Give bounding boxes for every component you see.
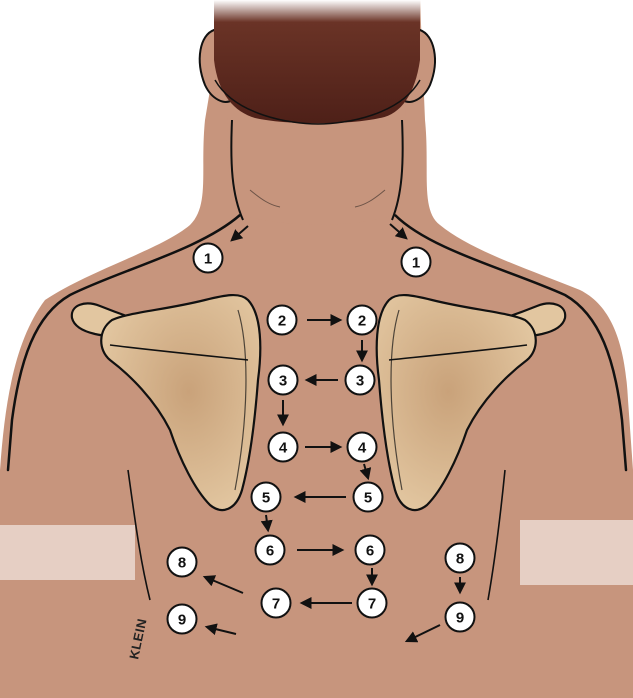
- point-label: 1: [204, 251, 212, 268]
- point-l3: 3: [269, 366, 298, 395]
- point-l2: 2: [268, 306, 297, 335]
- point-r8: 8: [446, 544, 475, 573]
- point-label: 6: [366, 543, 374, 560]
- point-l8: 8: [168, 548, 197, 577]
- point-r5: 5: [354, 483, 383, 512]
- point-label: 2: [278, 313, 286, 330]
- right-arm-highlight: [520, 520, 633, 585]
- point-label: 9: [456, 610, 464, 627]
- point-r1: 1: [402, 248, 431, 277]
- point-label: 5: [364, 490, 372, 507]
- left-arm-highlight: [0, 525, 135, 580]
- point-l4: 4: [269, 433, 298, 462]
- point-l9: 9: [168, 605, 197, 634]
- point-label: 8: [178, 555, 186, 572]
- point-label: 3: [356, 373, 364, 390]
- point-r7: 7: [358, 589, 387, 618]
- point-label: 4: [358, 440, 367, 457]
- point-r6: 6: [356, 536, 385, 565]
- head: [200, 0, 435, 225]
- point-label: 7: [272, 596, 280, 613]
- point-l7: 7: [262, 589, 291, 618]
- point-l1: 1: [194, 244, 223, 273]
- point-r9: 9: [446, 603, 475, 632]
- point-label: 7: [368, 596, 376, 613]
- point-label: 9: [178, 612, 186, 629]
- hair: [214, 0, 420, 123]
- point-label: 2: [358, 313, 366, 330]
- point-label: 6: [266, 543, 274, 560]
- point-label: 5: [262, 490, 270, 507]
- point-r4: 4: [348, 433, 377, 462]
- point-r3: 3: [346, 366, 375, 395]
- point-label: 1: [412, 255, 420, 272]
- point-label: 3: [279, 373, 287, 390]
- neck-skin: [227, 110, 407, 225]
- point-l6: 6: [256, 536, 285, 565]
- point-r2: 2: [348, 306, 377, 335]
- point-label: 4: [279, 440, 288, 457]
- point-l5: 5: [252, 483, 281, 512]
- point-label: 8: [456, 551, 464, 568]
